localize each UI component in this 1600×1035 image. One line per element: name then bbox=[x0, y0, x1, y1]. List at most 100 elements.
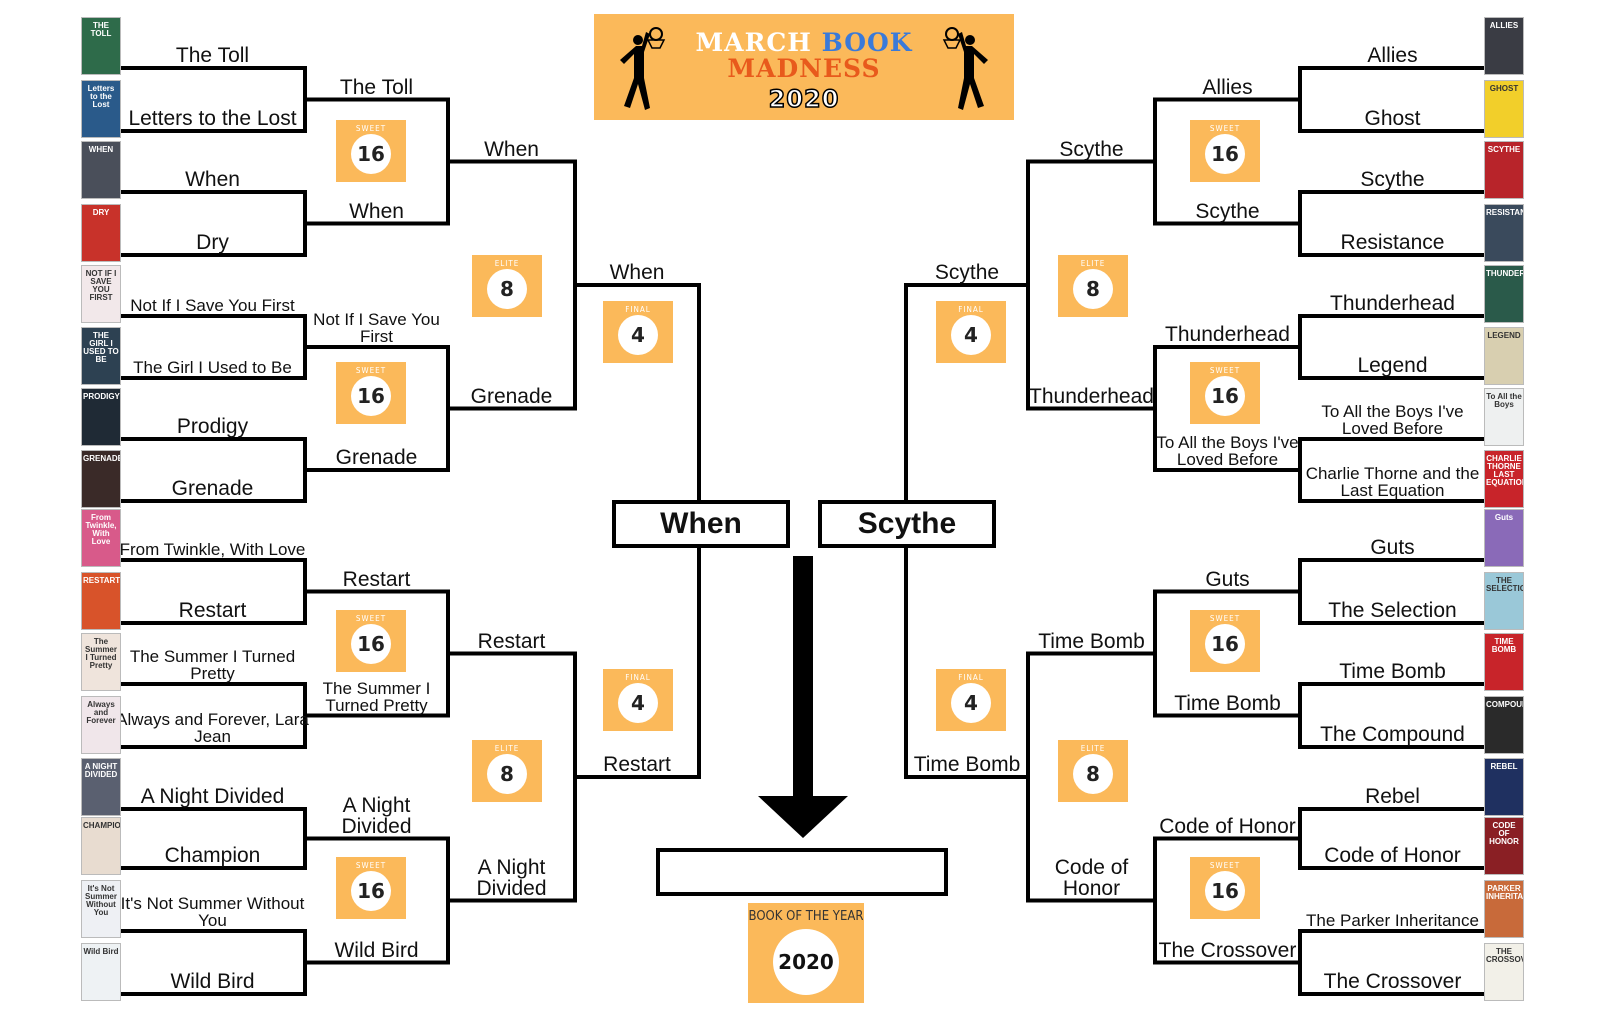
right-r1-label: Time Bomb bbox=[1339, 660, 1446, 683]
right-r1-label: Rebel bbox=[1365, 785, 1420, 808]
book-cover-right-title: CODE OF HONOR bbox=[1489, 821, 1519, 846]
elite8-badge-left-number: 8 bbox=[487, 754, 527, 794]
sweet16-badge-left-title: SWEET bbox=[355, 861, 387, 870]
book-cover-left-title: DRY bbox=[92, 208, 110, 217]
book-cover-left: RESTART bbox=[81, 572, 121, 630]
basketball-player-right-icon bbox=[942, 27, 988, 110]
book-of-year-title: BOOK OF THE YEAR bbox=[748, 909, 864, 924]
book-cover-left: It's Not Summer Without You bbox=[81, 880, 121, 938]
left-r1-label: The Summer I Turned Pretty bbox=[129, 647, 296, 683]
left-r1-label: Wild Bird bbox=[170, 970, 255, 993]
right-r1-label: To All the Boys I've Loved Before bbox=[1321, 402, 1464, 438]
elite8-badge-right-title: ELITE bbox=[1080, 744, 1106, 753]
sweet16-badge-left-number: 16 bbox=[351, 134, 391, 174]
book-cover-left-title: WHEN bbox=[88, 145, 114, 154]
banner-word-march: MARCH bbox=[695, 28, 812, 57]
right-r2-label: Allies bbox=[1202, 75, 1253, 99]
right-r1-label: Scythe bbox=[1360, 168, 1425, 191]
right-r1-label: The Compound bbox=[1320, 723, 1465, 746]
book-cover-right: LEGEND bbox=[1484, 327, 1524, 385]
book-cover-right: REBEL bbox=[1484, 758, 1524, 816]
book-cover-right-title: To All the Boys bbox=[1486, 392, 1522, 409]
book-cover-left-title: From Twinkle, With Love bbox=[85, 513, 117, 546]
book-cover-left: GRENADE bbox=[81, 450, 121, 508]
elite8-badge-right-number: 8 bbox=[1073, 754, 1113, 794]
book-cover-left: From Twinkle, With Love bbox=[81, 509, 121, 567]
left-r3-label: Restart bbox=[477, 629, 546, 653]
right-r2-label: Guts bbox=[1205, 567, 1250, 591]
book-cover-right: Guts bbox=[1484, 509, 1524, 567]
sweet16-badge-left-title: SWEET bbox=[355, 124, 387, 133]
book-cover-left-title: NOT IF I SAVE YOU FIRST bbox=[85, 269, 117, 302]
right-r1-label: The Parker Inheritance bbox=[1306, 911, 1479, 930]
book-cover-left-title: A NIGHT DIVIDED bbox=[84, 762, 118, 779]
book-of-year-number: 2020 bbox=[778, 950, 834, 974]
right-r2-label: Code of Honor bbox=[1159, 814, 1296, 838]
left-r1-label: The Toll bbox=[175, 44, 250, 67]
elite8-badge-left-title: ELITE bbox=[494, 259, 520, 268]
left-r1-label: Champion bbox=[164, 844, 261, 867]
finalist-right-box: Scythe bbox=[818, 500, 996, 548]
book-cover-right: CODE OF HONOR bbox=[1484, 817, 1524, 875]
right-r1-label: Ghost bbox=[1364, 107, 1421, 130]
left-r1-label: Dry bbox=[196, 231, 229, 254]
book-cover-left-title: Letters to the Lost bbox=[87, 84, 115, 109]
book-cover-right: THUNDERHEAD bbox=[1484, 265, 1524, 323]
book-cover-right: SCYTHE bbox=[1484, 141, 1524, 199]
sweet16-badge-right-number: 16 bbox=[1205, 871, 1245, 911]
sweet16-badge-right-number: 16 bbox=[1205, 624, 1245, 664]
right-r1-label: Resistance bbox=[1340, 231, 1445, 254]
sweet16-badge-left-number: 16 bbox=[351, 871, 391, 911]
left-r1-label: Not If I Save You First bbox=[130, 296, 295, 315]
book-cover-right-title: THE CROSSOVER bbox=[1486, 947, 1523, 964]
sweet16-badge-right-title: SWEET bbox=[1209, 124, 1241, 133]
book-cover-left: The Summer I Turned Pretty bbox=[81, 633, 121, 691]
book-cover-right: RESISTANCE bbox=[1484, 204, 1524, 262]
left-r4-label: Restart bbox=[603, 753, 671, 776]
right-r3-label: Time Bomb bbox=[1038, 629, 1145, 653]
winner-box bbox=[656, 848, 948, 896]
book-cover-left: WHEN bbox=[81, 141, 121, 199]
book-cover-right: THE SELECTION bbox=[1484, 572, 1524, 630]
book-cover-right-title: COMPOUND bbox=[1486, 700, 1523, 709]
book-cover-left-title: CHAMPION bbox=[83, 821, 121, 830]
book-cover-right: GHOST bbox=[1484, 80, 1524, 138]
right-r2-label: Thunderhead bbox=[1165, 323, 1290, 346]
book-cover-left: Wild Bird bbox=[81, 943, 121, 1001]
final4-badge-left-number: 4 bbox=[618, 315, 658, 355]
book-cover-left: Always and Forever bbox=[81, 696, 121, 754]
right-r1-label: Guts bbox=[1370, 536, 1415, 559]
basketball-player-left-icon bbox=[620, 27, 666, 110]
left-r2-label: The Toll bbox=[339, 75, 414, 99]
book-cover-left: CHAMPION bbox=[81, 817, 121, 875]
right-r1-label: The Crossover bbox=[1323, 970, 1462, 993]
book-cover-right-title: THE SELECTION bbox=[1486, 576, 1523, 593]
book-cover-right: THE CROSSOVER bbox=[1484, 943, 1524, 1001]
left-r1-label: When bbox=[185, 168, 240, 191]
left-r2-label: The Summer I Turned Pretty bbox=[322, 678, 431, 715]
book-cover-right: CHARLIE THORNE LAST EQUATION bbox=[1484, 450, 1524, 508]
right-r4-label: Scythe bbox=[934, 261, 1000, 284]
right-r2-label: The Crossover bbox=[1158, 938, 1297, 962]
left-r1-label: A Night Divided bbox=[140, 785, 285, 808]
book-cover-right: PARKER INHERITANCE bbox=[1484, 880, 1524, 938]
book-cover-right: ALLIES bbox=[1484, 17, 1524, 75]
left-r2-label: Wild Bird bbox=[334, 938, 419, 962]
book-cover-left: NOT IF I SAVE YOU FIRST bbox=[81, 265, 121, 323]
banner-word-book: BOOK bbox=[821, 28, 913, 57]
final4-badge-right-number: 4 bbox=[951, 315, 991, 355]
book-cover-right-title: ALLIES bbox=[1489, 21, 1519, 30]
book-cover-right-title: RESISTANCE bbox=[1486, 208, 1523, 217]
final4-badge-right-number: 4 bbox=[951, 683, 991, 723]
right-r1-label: Legend bbox=[1357, 354, 1428, 377]
sweet16-badge-left-title: SWEET bbox=[355, 614, 387, 623]
left-r1-label: Grenade bbox=[171, 477, 254, 500]
